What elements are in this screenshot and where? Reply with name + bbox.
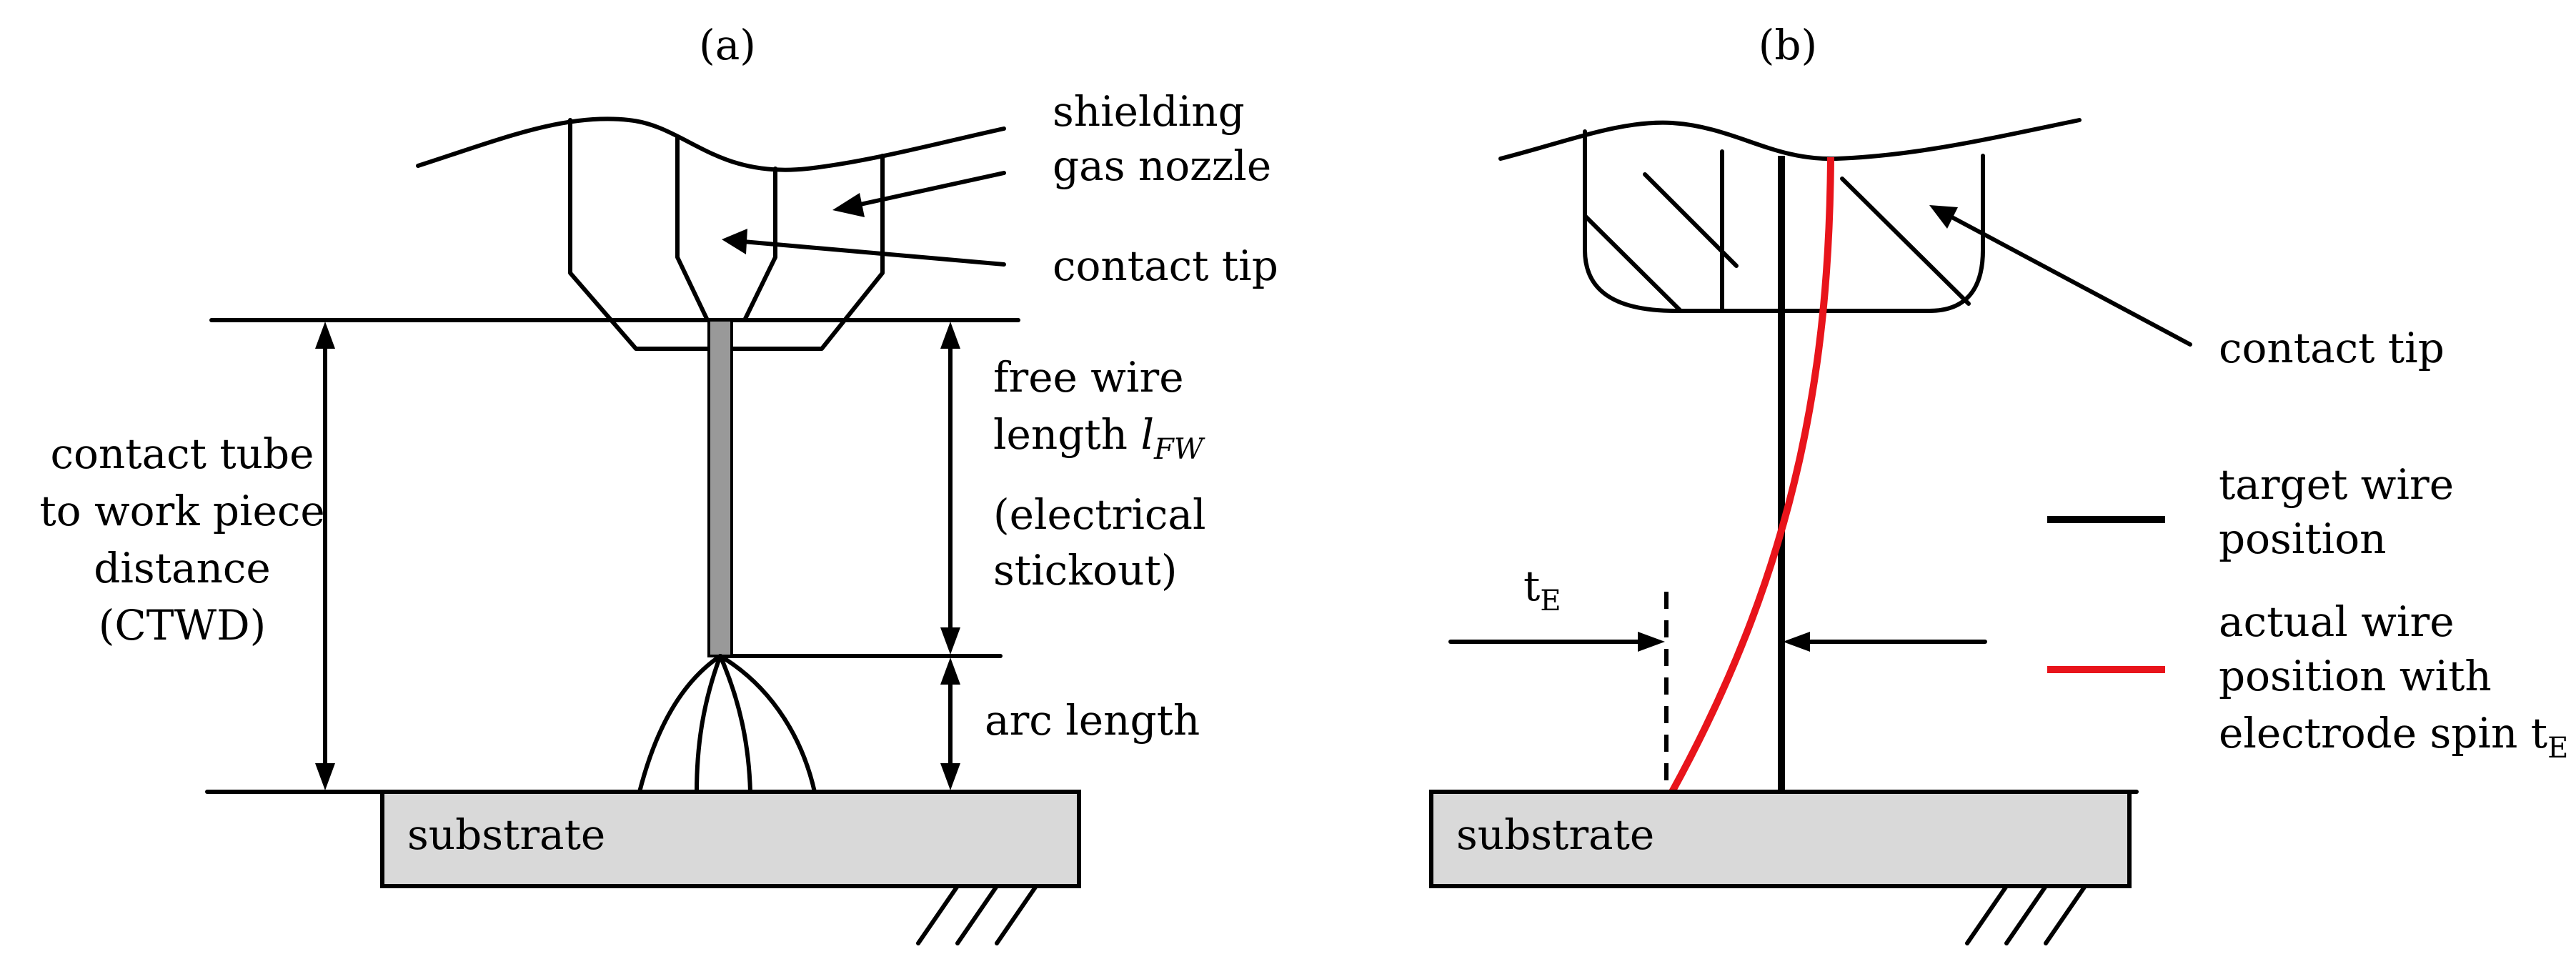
substrate-b-label: substrate — [1456, 810, 1654, 859]
contact-tip-b-left-body — [1583, 129, 1789, 313]
spin-left-arrow — [1448, 632, 1665, 652]
nozzle-leader-arrow — [832, 171, 1006, 217]
stickout-label-line2: stickout) — [993, 546, 1177, 595]
panel-a: (a) substrate — [39, 21, 1278, 945]
legend-actual-line1: actual wire — [2219, 597, 2455, 646]
legend-target-line1: target wire — [2219, 460, 2454, 509]
legend-actual-line3: electrode spin tE — [2219, 709, 2568, 765]
substrate-label: substrate — [407, 810, 605, 859]
ground-hatch — [916, 884, 1038, 945]
spin-right-arrow — [1783, 632, 1987, 652]
substrate-b-block — [1429, 790, 2132, 888]
contact-tip-b-label: contact tip — [2219, 324, 2445, 372]
ground-hatch-b — [1965, 884, 2087, 945]
legend-actual-line2: position with — [2219, 652, 2492, 700]
nozzle-label-line2: gas nozzle — [1053, 141, 1271, 190]
contact-tip-body — [675, 135, 777, 322]
ctwd-label-line2: to work piece — [39, 487, 324, 535]
actual-wire-curve — [1669, 156, 1834, 794]
contact-tip-b-top-curve — [1498, 118, 2082, 162]
stickout-label-line1: (electrical — [993, 490, 1206, 539]
welding-arc — [637, 654, 817, 794]
substrate-block — [380, 790, 1081, 888]
contact-tip-b-leader-arrow — [1929, 205, 2192, 347]
contact-tip-label: contact tip — [1053, 242, 1278, 290]
ctwd-label-line4: (CTWD) — [99, 601, 266, 650]
free-wire-length-arrow — [940, 322, 960, 655]
contact-tip-leader-arrow — [722, 229, 1006, 267]
legend: target wire position actual wire positio… — [2047, 460, 2568, 765]
panel-a-label: (a) — [699, 21, 756, 69]
contact-tip-b-right-body — [1784, 154, 1985, 313]
legend-target-line2: position — [2219, 515, 2387, 563]
arc-length-arrow — [940, 657, 960, 790]
nozzle-outer-body — [568, 118, 885, 351]
arc-length-label: arc length — [985, 696, 1200, 745]
torch-top-curve — [416, 116, 1006, 172]
free-wire-label-line2: length lFW — [993, 410, 1205, 466]
spin-symbol-label: tE — [1523, 562, 1561, 617]
ctwd-label-line3: distance — [94, 544, 271, 592]
free-wire-label-line1: free wire — [993, 353, 1184, 402]
contact-tip-hatching — [1583, 149, 1971, 313]
ctwd-label-line1: contact tube — [51, 429, 314, 478]
ctwd-dimension-arrow — [315, 322, 335, 790]
nozzle-label-line1: shielding — [1053, 87, 1245, 136]
panel-b: (b) tE contact tip — [1429, 21, 2568, 945]
electrode-wire — [709, 320, 732, 656]
panel-b-label: (b) — [1759, 21, 1817, 69]
